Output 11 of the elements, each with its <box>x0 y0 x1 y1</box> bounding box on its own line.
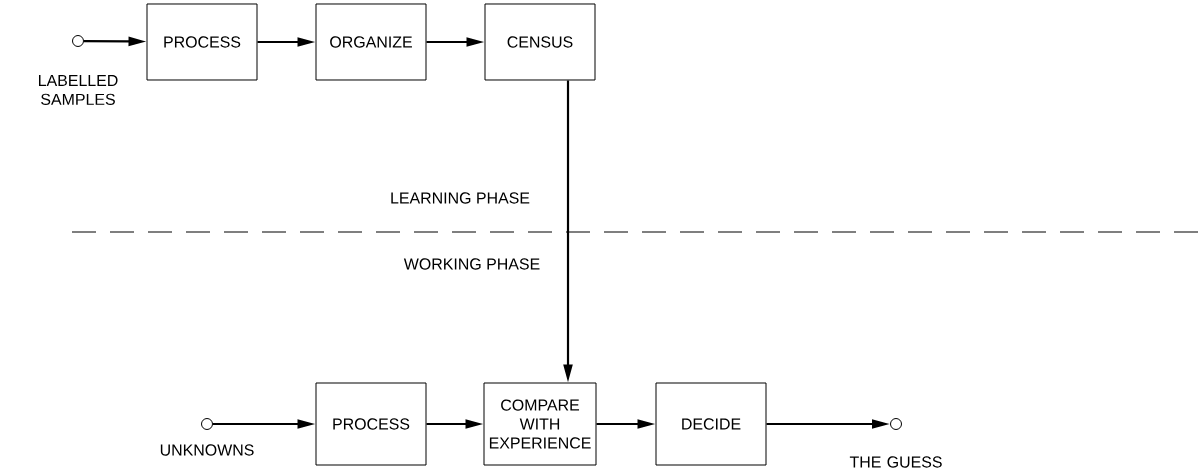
terminal-label: UNKNOWNS <box>160 444 254 456</box>
terminal-label: THE GUESS <box>849 456 942 468</box>
process-box: COMPARE WITH EXPERIENCE <box>483 382 597 466</box>
terminal-label: LABELLED SAMPLES <box>39 74 118 105</box>
phase-label: WORKING PHASE <box>403 258 540 270</box>
phase-label: LEARNING PHASE <box>391 192 530 204</box>
process-box: CENSUS <box>484 3 596 81</box>
process-box: ORGANIZE <box>315 3 427 81</box>
process-box: DECIDE <box>655 382 767 466</box>
process-box: PROCESS <box>315 382 427 466</box>
process-box: PROCESS <box>146 3 258 81</box>
